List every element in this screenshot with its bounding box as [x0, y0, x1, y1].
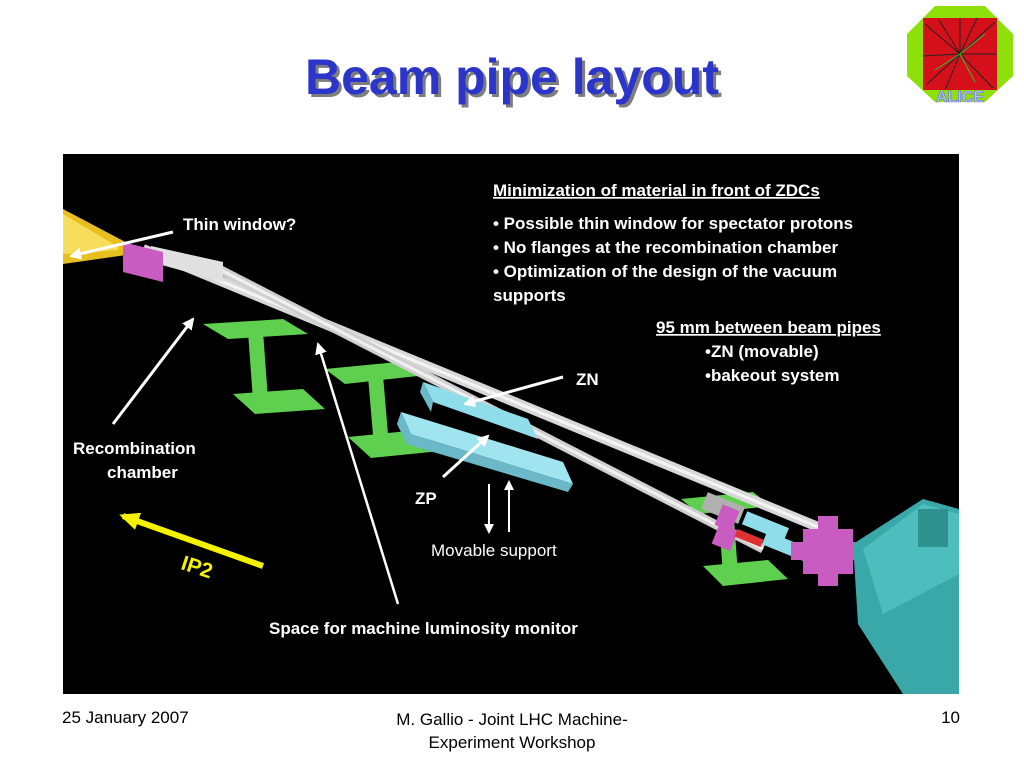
- vacuum-support-1: [203, 319, 325, 414]
- zn-arrow: [463, 375, 564, 408]
- zp-arrow: [441, 434, 490, 479]
- zp-calorimeter: [397, 412, 573, 492]
- recombination-arrow: [111, 317, 195, 425]
- luminosity-arrow: [315, 342, 400, 605]
- diagram-canvas: Minimization of material in front of ZDC…: [63, 181, 959, 694]
- label-luminosity: Space for machine luminosity monitor: [269, 619, 578, 638]
- thin-window-arrow: [69, 230, 174, 260]
- label-recombination-1: Recombination: [73, 439, 196, 458]
- bullet-3: • Optimization of the design of the vacu…: [493, 262, 837, 281]
- spacing-heading: 95 mm between beam pipes: [656, 318, 881, 337]
- logo-tracks: [922, 17, 997, 91]
- label-zn: ZN: [576, 370, 599, 389]
- label-thin-window: Thin window?: [183, 215, 296, 234]
- label-recombination-2: chamber: [107, 463, 178, 482]
- slide-title: Beam pipe layout: [305, 49, 719, 105]
- cross-flange: [791, 516, 866, 586]
- alice-logo: ALICE: [907, 6, 1013, 104]
- footer-event: M. Gallio - Joint LHC Machine- Experimen…: [362, 708, 662, 754]
- ip2-arrow: [119, 512, 265, 569]
- bullet-3-cont: supports: [493, 286, 566, 305]
- bullet-1: • Possible thin window for spectator pro…: [493, 214, 853, 233]
- recombination-magnet-right: [853, 499, 959, 694]
- label-movable-support: Movable support: [431, 541, 557, 560]
- footer-event-line2: Experiment Workshop: [428, 733, 596, 752]
- material-heading: Minimization of material in front of ZDC…: [493, 181, 820, 200]
- beam-pipe-diagram: Minimization of material in front of ZDC…: [63, 154, 959, 694]
- spacing-item-2: •bakeout system: [705, 366, 839, 385]
- right-flanges: [701, 492, 809, 562]
- spacing-item-1: •ZN (movable): [705, 342, 819, 361]
- label-zp: ZP: [415, 489, 437, 508]
- footer-event-line1: M. Gallio - Joint LHC Machine-: [396, 710, 628, 729]
- page-number: 10: [941, 708, 960, 727]
- bullet-2: • No flanges at the recombination chambe…: [493, 238, 838, 257]
- window-flange: [123, 242, 163, 282]
- footer-date: 25 January 2007: [62, 708, 189, 727]
- logo-text: ALICE: [936, 89, 984, 104]
- label-ip2: IP2: [178, 552, 215, 584]
- zn-calorimeter: [420, 382, 538, 439]
